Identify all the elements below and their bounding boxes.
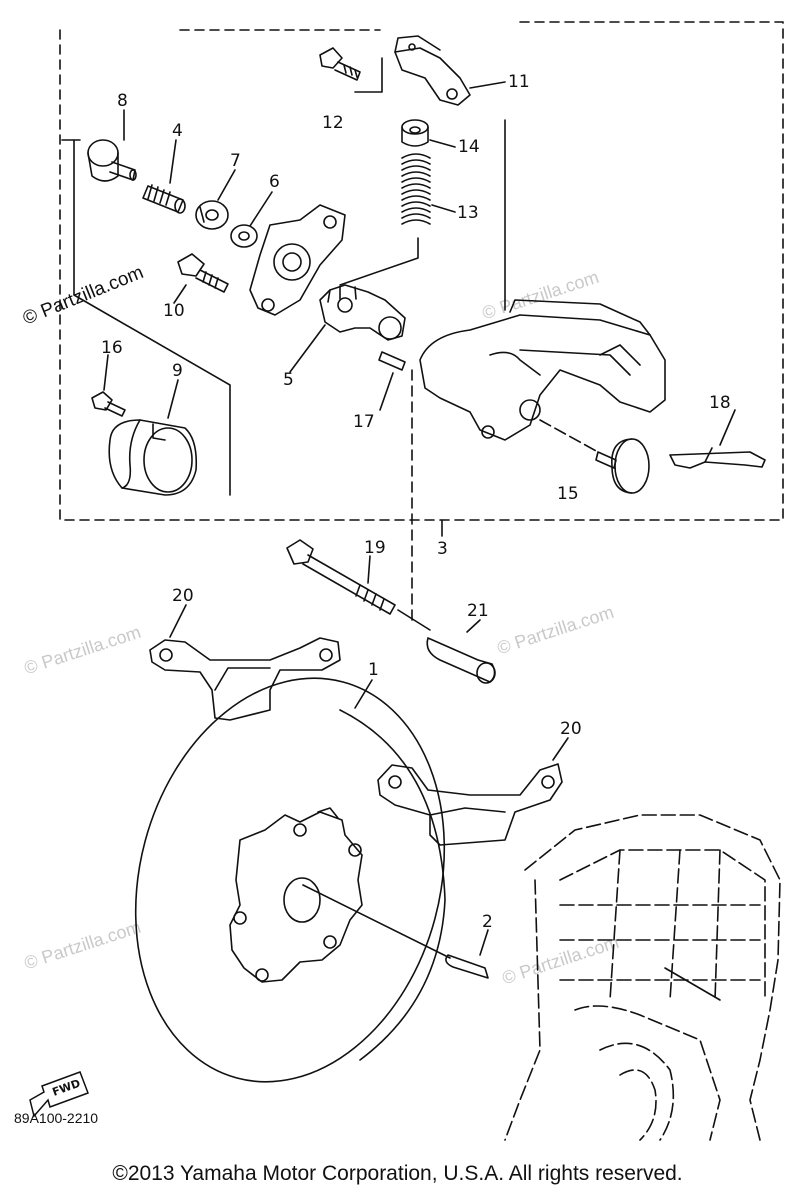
brake-disc-1 xyxy=(134,677,446,1083)
clip-18 xyxy=(669,447,766,469)
callout-14: 14 xyxy=(458,137,480,157)
caliper-body xyxy=(419,299,666,441)
callout-11: 11 xyxy=(508,72,530,92)
sleeve-21 xyxy=(426,637,496,684)
bolt-19 xyxy=(286,539,396,615)
callout-17: 17 xyxy=(353,412,375,432)
callout-8: 8 xyxy=(117,91,128,111)
ring-7 xyxy=(195,200,229,230)
bolt-12 xyxy=(319,47,361,81)
callout-15: 15 xyxy=(557,484,579,504)
housing-plate xyxy=(249,204,346,316)
bolt-10 xyxy=(177,253,229,293)
bolt-16 xyxy=(91,391,126,417)
callout-16: 16 xyxy=(101,338,123,358)
callout-6: 6 xyxy=(269,172,280,192)
callout-20-upper: 20 xyxy=(172,586,194,606)
fwd-arrow-icon: FWD xyxy=(29,1071,89,1118)
callout-10: 10 xyxy=(163,301,185,321)
callout-21: 21 xyxy=(467,601,489,621)
callout-20-lower: 20 xyxy=(560,719,582,739)
callout-9: 9 xyxy=(172,361,183,381)
spring-cap-14 xyxy=(401,119,429,147)
hull-housing xyxy=(504,814,781,1141)
callout-12: 12 xyxy=(322,113,344,133)
bracket-11 xyxy=(394,35,506,106)
callout-2: 2 xyxy=(482,912,493,932)
brake-pad-20-lower xyxy=(377,763,563,846)
assembly-boundary xyxy=(59,21,784,521)
callout-3: 3 xyxy=(437,539,448,559)
pin-15 xyxy=(595,438,650,494)
callout-1: 1 xyxy=(368,660,379,680)
diagram-code: 89A100-2210 xyxy=(14,1110,99,1126)
copyright-notice: ©2013 Yamaha Motor Corporation, U.S.A. A… xyxy=(112,1162,683,1185)
callout-18: 18 xyxy=(709,393,731,413)
callout-7: 7 xyxy=(230,151,241,171)
callout-19: 19 xyxy=(364,538,386,558)
pin-17 xyxy=(378,351,406,371)
callout-4: 4 xyxy=(172,121,183,141)
spring-13 xyxy=(401,153,431,225)
lever-5 xyxy=(319,284,406,341)
brake-pad-20-upper xyxy=(149,637,341,721)
knob-8 xyxy=(87,139,137,182)
washer-6 xyxy=(230,224,258,248)
screw-4 xyxy=(142,184,186,214)
cap-9 xyxy=(108,419,198,496)
key-2 xyxy=(445,954,489,979)
callout-13: 13 xyxy=(457,203,479,223)
callout-5: 5 xyxy=(283,370,294,390)
